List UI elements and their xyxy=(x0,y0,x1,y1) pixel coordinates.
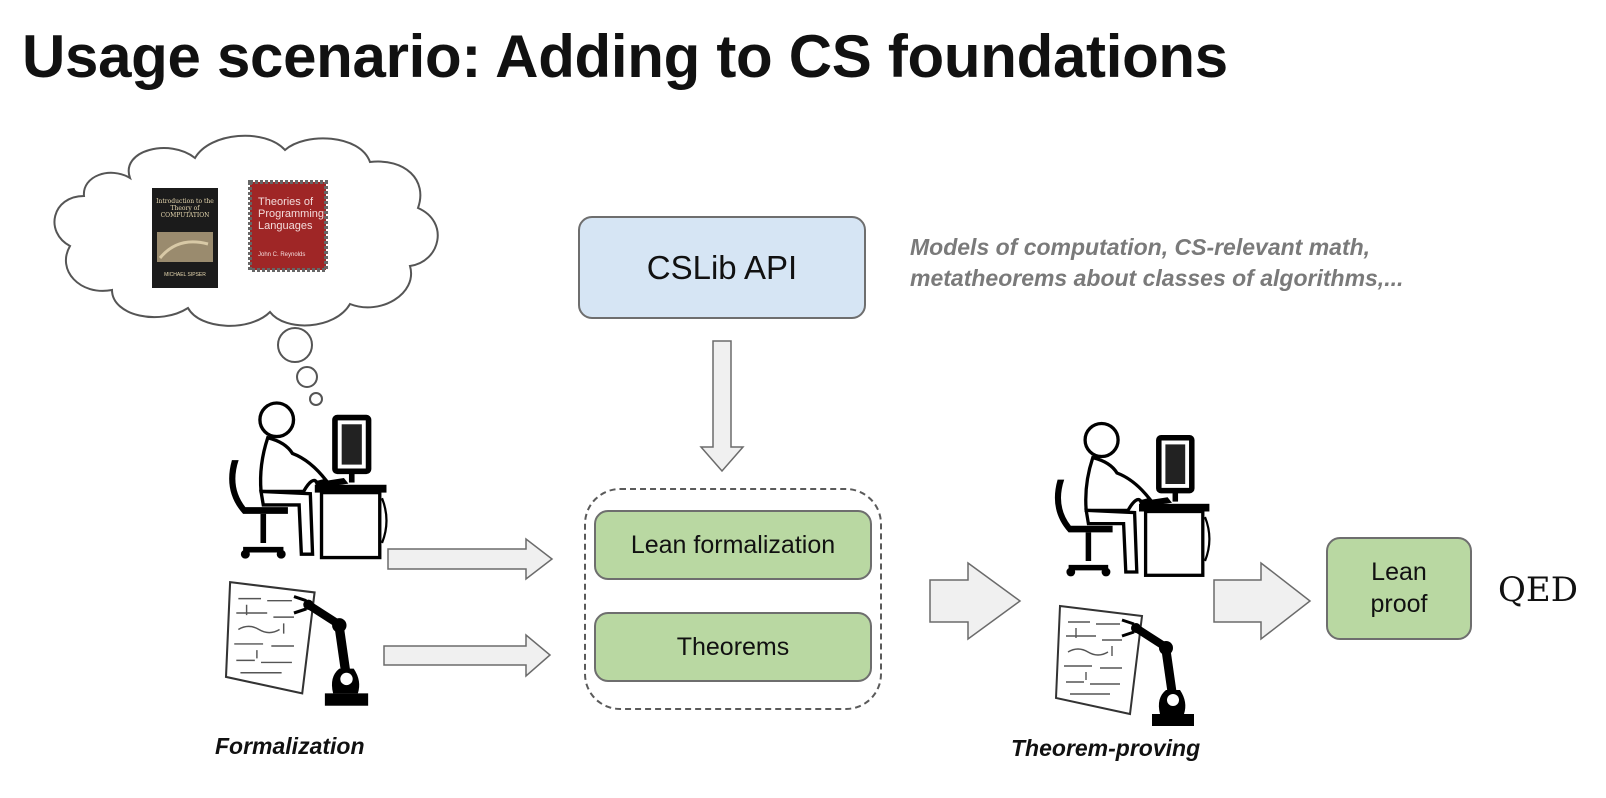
qed-label: QED xyxy=(1498,570,1578,610)
theorems-label: Theorems xyxy=(676,632,790,661)
book-sipser-title: Introduction to the Theory of COMPUTATIO… xyxy=(156,198,214,219)
theorem-proving-caption: Theorem-proving xyxy=(1011,735,1201,761)
cslib-contents-note: Models of computation, CS-relevant math,… xyxy=(910,232,1403,294)
formalization-caption: Formalization xyxy=(215,733,365,759)
book-reynolds-title: Theories of Programming Languages xyxy=(258,196,325,232)
book-reynolds-author: John C. Reynolds xyxy=(258,252,306,258)
lean-formalization-box: Lean formalization xyxy=(594,510,872,580)
lean-proof-line2: proof xyxy=(1370,589,1428,618)
book-sipser-author: MICHAEL SIPSER xyxy=(164,272,206,278)
book-sipser: Introduction to the Theory of COMPUTATIO… xyxy=(152,188,218,288)
cslib-api-box: CSLib API xyxy=(578,216,866,319)
lean-formalization-label: Lean formalization xyxy=(630,530,836,559)
lean-proof-box: Lean proof xyxy=(1326,537,1472,640)
slide-title: Usage scenario: Adding to CS foundations xyxy=(22,23,1228,90)
book-reynolds: Theories of Programming Languages John C… xyxy=(250,182,326,270)
theorems-box: Theorems xyxy=(594,612,872,682)
note-line2: metatheorems about classes of algorithms… xyxy=(910,265,1404,291)
lean-proof-line1: Lean xyxy=(1371,558,1427,587)
cslib-api-label: CSLib API xyxy=(646,248,798,286)
note-line1: Models of computation, CS-relevant math, xyxy=(910,234,1371,260)
formalization-group xyxy=(584,488,882,710)
